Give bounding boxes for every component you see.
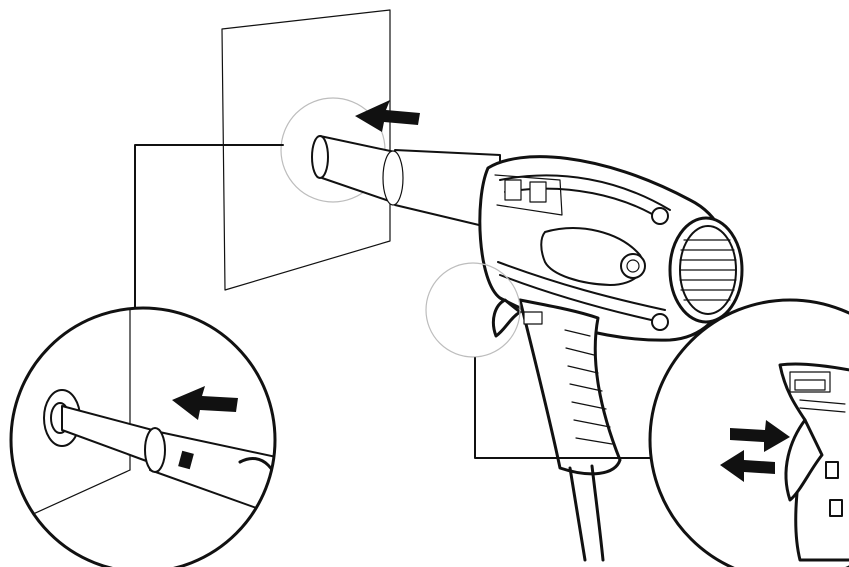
heat-gun-nozzle: [311, 135, 501, 231]
arrow-left-icon: [720, 450, 775, 482]
leader-line-left: [134, 144, 284, 311]
heat-gun-icon: [478, 155, 744, 562]
arrow-right-icon: [730, 420, 790, 452]
target-panel: [221, 9, 391, 291]
arrow-left-icon: [355, 100, 420, 132]
magnifier-circle-icon: [9, 306, 277, 567]
trigger-highlight-circle: [425, 262, 521, 358]
trigger-detail-magnifier: [648, 298, 849, 567]
detail-push-arrow: [172, 386, 238, 420]
leader-line-right: [474, 357, 651, 459]
